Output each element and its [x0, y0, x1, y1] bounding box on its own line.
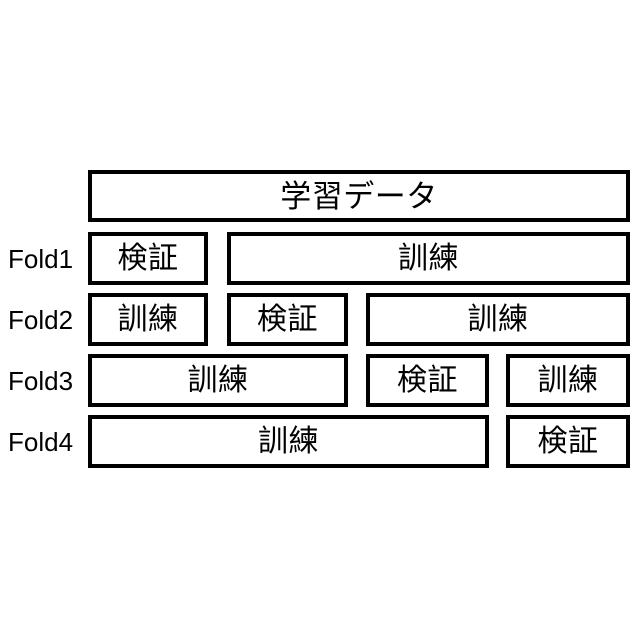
fold-row-1: Fold1 検証 訓練	[0, 232, 640, 285]
fold2-segment-validate-label: 検証	[257, 302, 318, 336]
fold2-segment-train-left-label: 訓練	[117, 302, 179, 336]
fold1-segment-validate: 検証	[88, 232, 208, 285]
training-data-label: 学習データ	[280, 178, 438, 214]
fold4-segment-validate: 検証	[506, 415, 630, 468]
fold-label-2: Fold2	[8, 304, 74, 335]
fold2-segment-train-right: 訓練	[366, 293, 630, 346]
fold3-segment-validate: 検証	[366, 354, 489, 407]
fold-label-1: Fold1	[8, 243, 74, 274]
fold2-segment-train-left: 訓練	[88, 293, 208, 346]
fold4-segment-train: 訓練	[88, 415, 489, 468]
fold1-segment-train-label: 訓練	[398, 241, 459, 275]
fold1-segment-train: 訓練	[227, 232, 630, 285]
fold-row-3: Fold3 訓練 検証 訓練	[0, 354, 640, 407]
fold1-segment-validate-label: 検証	[117, 241, 179, 275]
fold2-segment-train-right-label: 訓練	[467, 302, 529, 336]
fold-label-4: Fold4	[8, 426, 74, 457]
training-data-bar: 学習データ	[88, 170, 630, 222]
fold3-segment-train-left-label: 訓練	[187, 363, 249, 397]
training-data-box: 学習データ	[88, 170, 630, 222]
fold4-segment-validate-label: 検証	[537, 424, 599, 458]
fold4-segment-train-label: 訓練	[258, 424, 319, 458]
fold3-segment-train-right-label: 訓練	[537, 363, 599, 397]
fold-label-3: Fold3	[8, 365, 74, 396]
fold3-segment-train-left: 訓練	[88, 354, 348, 407]
fold3-segment-validate-label: 検証	[397, 363, 458, 397]
fold2-segment-validate: 検証	[227, 293, 348, 346]
fold-row-4: Fold4 訓練 検証	[0, 415, 640, 468]
fold-row-2: Fold2 訓練 検証 訓練	[0, 293, 640, 346]
fold3-segment-train-right: 訓練	[506, 354, 630, 407]
